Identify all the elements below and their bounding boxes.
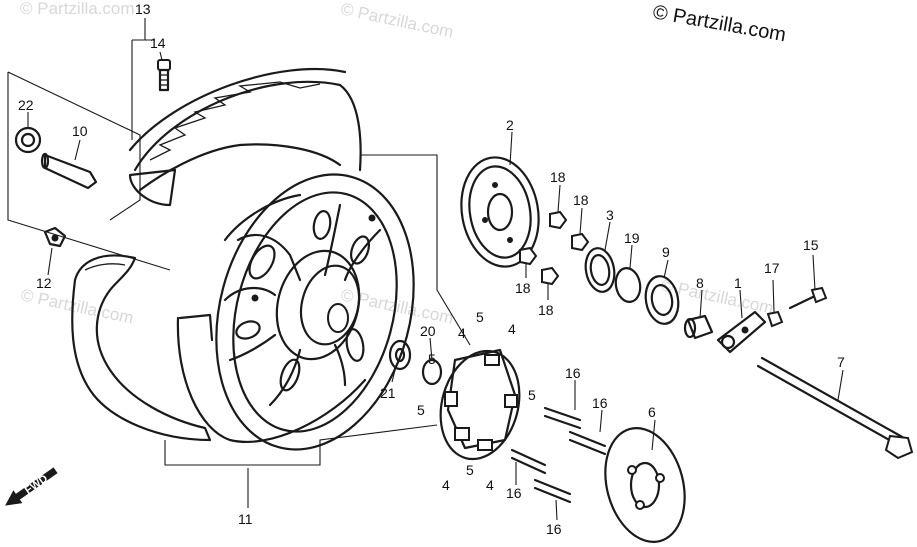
callout-20: 20 — [420, 323, 436, 339]
callout-16-d: 16 — [546, 521, 562, 537]
adjuster-bolt — [788, 286, 828, 310]
callout-2: 2 — [506, 117, 514, 133]
studs — [510, 406, 607, 504]
collar-21 — [388, 339, 412, 371]
watermark-2: © Partzilla.com — [339, 0, 455, 42]
callout-5-d: 5 — [528, 387, 536, 403]
callout-13: 13 — [135, 1, 151, 17]
seal-3 — [584, 247, 616, 293]
callout-17: 17 — [764, 260, 780, 276]
callout-8: 8 — [696, 275, 704, 291]
collar — [683, 314, 714, 340]
bearing-left — [14, 126, 42, 154]
bearing-9 — [644, 275, 680, 325]
callout-15: 15 — [803, 237, 819, 253]
callout-16-c: 16 — [506, 485, 522, 501]
sprocket — [460, 156, 540, 268]
callout-18-a: 18 — [550, 169, 566, 185]
callout-12: 12 — [36, 275, 52, 291]
inner-tube — [128, 67, 362, 207]
callout-16-b: 16 — [592, 395, 608, 411]
axle — [756, 356, 914, 460]
watermark-3: © Partzilla.com — [19, 285, 135, 327]
callout-5-b: 5 — [428, 351, 436, 367]
valve — [157, 59, 171, 92]
leader-lines — [27, 18, 844, 521]
callout-7: 7 — [837, 354, 845, 370]
wheel — [176, 173, 415, 451]
spacer-left — [40, 152, 98, 190]
valve-nut — [43, 226, 67, 248]
callout-4-b: 4 — [508, 321, 516, 337]
callout-3: 3 — [606, 207, 614, 223]
chain-adjuster — [716, 310, 767, 354]
callout-11: 11 — [238, 511, 253, 527]
callout-4-d: 4 — [486, 477, 494, 493]
callout-6: 6 — [648, 404, 656, 420]
callout-18-c: 18 — [515, 280, 531, 296]
callouts: 13 14 22 10 12 2 18 18 18 18 3 19 9 8 1 … — [18, 1, 845, 537]
damper-assembly — [439, 348, 521, 461]
callout-19: 19 — [624, 230, 640, 246]
callout-5-a: 5 — [476, 309, 484, 325]
watermark-1: © Partzilla.com — [20, 0, 135, 18]
tire — [71, 254, 212, 442]
copyright-text: © Partzilla.com — [651, 1, 788, 46]
brake-disc — [604, 427, 686, 543]
callout-4-c: 4 — [442, 477, 450, 493]
callout-18-d: 18 — [538, 302, 554, 318]
callout-18-b: 18 — [573, 192, 589, 208]
callout-4-a: 4 — [458, 325, 466, 341]
callout-5-c: 5 — [417, 402, 425, 418]
callout-22: 22 — [18, 97, 34, 113]
callout-16-a: 16 — [565, 365, 581, 381]
sprocket-nuts — [519, 210, 590, 286]
callout-14: 14 — [150, 35, 166, 51]
callout-1: 1 — [734, 275, 742, 291]
callout-5-e: 5 — [466, 462, 474, 478]
ring-19 — [614, 267, 642, 303]
adjuster-nut — [766, 310, 784, 328]
callout-21: 21 — [380, 385, 396, 401]
group-outlines — [7, 71, 471, 466]
fwd-arrow: FWD — [5, 467, 58, 506]
callout-9: 9 — [662, 244, 670, 260]
callout-10: 10 — [72, 123, 88, 139]
